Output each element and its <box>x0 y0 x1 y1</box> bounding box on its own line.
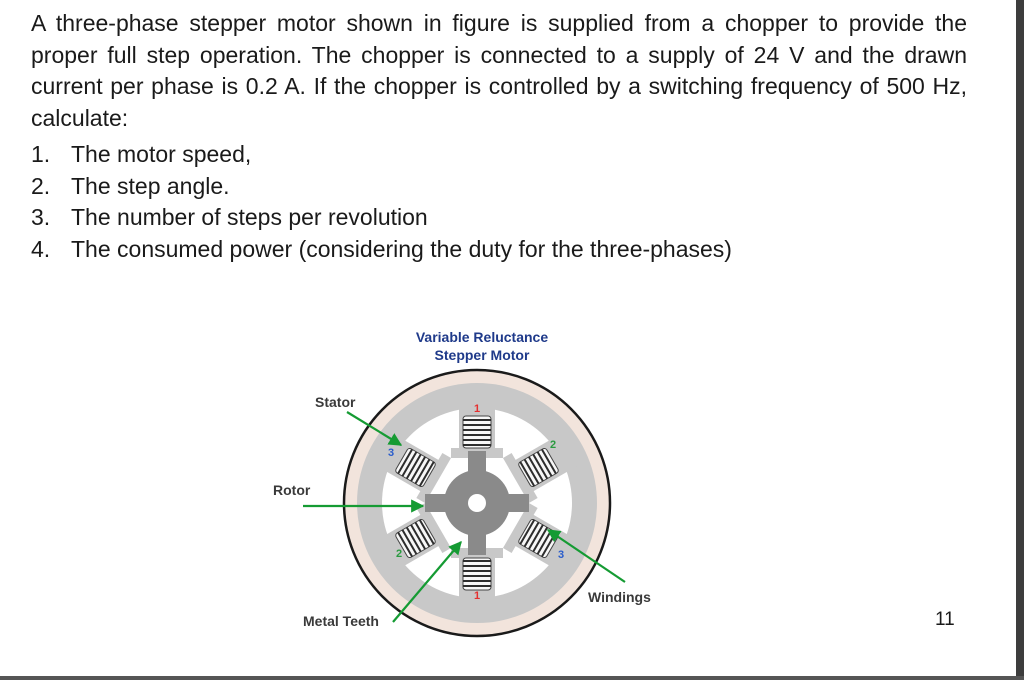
list-number: 2. <box>31 172 51 199</box>
page-number: 11 <box>935 609 955 630</box>
stator-label: Stator <box>315 394 356 410</box>
phase-label-lower-right: 3 <box>558 549 564 561</box>
list-number: 3. <box>31 204 51 230</box>
window-edge-right <box>1016 0 1024 680</box>
phase-label-bottom: 1 <box>474 590 480 602</box>
list-text: The motor speed, <box>71 141 252 167</box>
stepper-motor-figure: Variable Reluctance Stepper Motor <box>273 329 651 638</box>
phase-label-upper-left: 3 <box>388 447 394 459</box>
list-text: The step angle. <box>71 172 230 199</box>
figure-title-line2: Stepper Motor <box>435 347 530 363</box>
list-item: 3. The number of steps per revolution <box>31 202 732 234</box>
metal-teeth-label: Metal Teeth <box>303 613 379 629</box>
list-text: The consumed power (considering the duty… <box>71 235 732 262</box>
phase-label-top: 1 <box>474 403 480 415</box>
list-item: 4. The consumed power (considering the d… <box>31 234 732 266</box>
window-edge-bottom <box>0 676 1024 680</box>
rotor <box>425 451 529 555</box>
windings-label: Windings <box>588 589 651 605</box>
figure-title-line1: Variable Reluctance <box>416 329 549 345</box>
annotation-arrows <box>303 411 626 623</box>
question-list: 1. The motor speed, 2. The step angle. 3… <box>31 139 732 265</box>
list-text: The number of steps per revolution <box>71 204 428 230</box>
phase-label-lower-left: 2 <box>396 548 402 560</box>
rotor-label: Rotor <box>273 482 311 498</box>
list-item: 2. The step angle. <box>31 171 732 203</box>
list-number: 1. <box>31 141 51 167</box>
phase-label-upper-right: 2 <box>550 439 556 451</box>
problem-statement: A three-phase stepper motor shown in fig… <box>31 10 967 131</box>
list-number: 4. <box>31 235 51 262</box>
list-item: 1. The motor speed, <box>31 139 732 171</box>
